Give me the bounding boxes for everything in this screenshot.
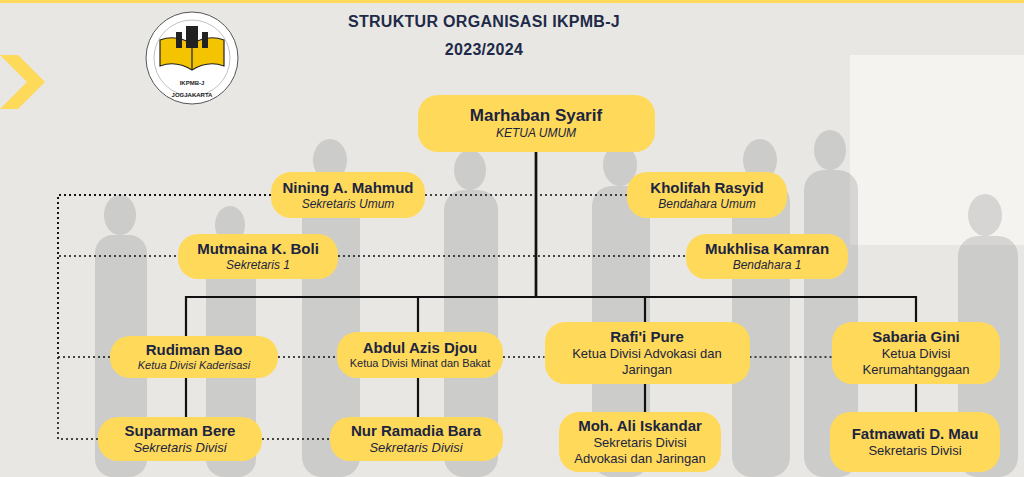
dotted-connector [750, 356, 833, 358]
solid-connector [644, 384, 646, 412]
member-box: Abdul Azis DjouKetua Divisi Minat dan Ba… [337, 332, 503, 378]
role-title: Bendahara Umum [658, 197, 755, 211]
solid-connector [185, 378, 187, 417]
person-name: Rudiman Bao [146, 341, 243, 359]
person-name: Mukhlisa Kamran [705, 240, 829, 258]
dotted-connector [425, 194, 627, 196]
person-name: Moh. Ali Iskandar [578, 417, 702, 435]
solid-connector [536, 152, 916, 323]
member-box: Mukhlisa KamranBendahara 1 [686, 234, 848, 279]
solid-connector [417, 378, 419, 417]
solid-connector [418, 152, 536, 333]
chevron-ornament [0, 55, 45, 109]
dotted-connector [338, 255, 686, 257]
role-title: Bendahara 1 [733, 258, 802, 272]
logo [146, 12, 238, 104]
dotted-connector [278, 356, 337, 358]
member-box: Rafi'i PureKetua Divisi Advokasi dan Jar… [545, 322, 750, 384]
person-name: Suparman Bere [125, 422, 236, 440]
person-name: Sabaria Gini [872, 328, 960, 346]
member-box: Kholifah RasyidBendahara Umum [627, 172, 787, 218]
person-name: Fatmawati D. Mau [852, 425, 979, 443]
member-box: Moh. Ali IskandarSekretaris Divisi Advok… [559, 412, 721, 472]
person-name: Rafi'i Pure [610, 328, 684, 346]
dotted-connector [262, 438, 330, 440]
role-title: Sekretaris Divisi [369, 440, 462, 456]
banner [850, 55, 1024, 245]
role-title: Sekretaris Divisi [133, 440, 226, 456]
role-title: Sekretaris Divisi Advokasi dan Jaringan [570, 435, 710, 466]
member-box: Mutmaina K. BoliSekretaris 1 [178, 234, 338, 279]
member-box: Suparman BereSekretaris Divisi [98, 417, 262, 461]
member-box: Marhaban SyarifKETUA UMUM [418, 95, 655, 152]
role-title: Ketua Divisi Advokasi dan Jaringan [572, 346, 722, 377]
dotted-connector [58, 195, 271, 439]
person-name: Marhaban Syarif [470, 106, 602, 126]
person-name: Kholifah Rasyid [650, 179, 763, 197]
role-title: Ketua Divisi Minat dan Bakat [350, 357, 491, 370]
role-title: Sekretaris Umum [302, 197, 395, 211]
logo-text: IKPMB-J [180, 80, 205, 86]
dotted-connector [503, 356, 545, 358]
member-box: Rudiman BaoKetua Divisi Kaderisasi [110, 336, 278, 378]
solid-connector [915, 384, 917, 412]
top-bar [0, 0, 1024, 3]
role-title: KETUA UMUM [496, 126, 576, 140]
chart-title: STRUKTUR ORGANISASI IKPMB-J 2023/2024 [334, 8, 634, 64]
solid-connector [186, 152, 536, 337]
member-box: Nur Ramadia BaraSekretaris Divisi [330, 417, 503, 461]
person-name: Nining A. Mahmud [282, 179, 413, 197]
member-box: Sabaria GiniKetua Divisi Kerumahtanggaan [832, 322, 1000, 384]
role-title: Ketua Divisi Kerumahtanggaan [846, 346, 986, 377]
logo-text: JOGJAKARTA [172, 92, 213, 98]
person-name: Mutmaina K. Boli [197, 240, 319, 258]
person-name: Nur Ramadia Bara [351, 422, 481, 440]
role-title: Sekretaris Divisi [868, 443, 961, 459]
person-name: Abdul Azis Djou [363, 339, 477, 357]
people-silhouettes [95, 130, 1018, 477]
role-title: Ketua Divisi Kaderisasi [138, 359, 251, 372]
member-box: Nining A. MahmudSekretaris Umum [271, 172, 425, 218]
role-title: Sekretaris 1 [226, 258, 290, 272]
member-box: Fatmawati D. MauSekretaris Divisi [830, 412, 1000, 472]
